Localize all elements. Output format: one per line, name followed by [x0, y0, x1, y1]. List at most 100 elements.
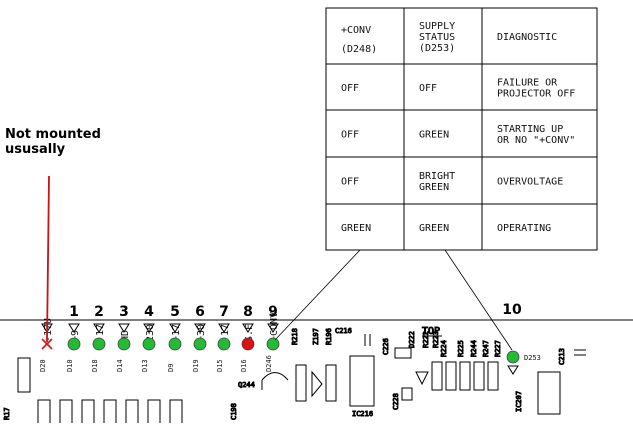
resistor-lower-0 [37, 399, 51, 427]
table-cell-r3-c0-line-0: GREEN [341, 223, 371, 234]
ref-r222: R222 [422, 331, 430, 348]
led-row: -17UD201+9D102-17D183HDD144230D135+17D96… [39, 302, 541, 375]
led-number-1: 1 [69, 304, 79, 320]
ref-c213: C213 [558, 348, 566, 365]
ref-r244: R244 [470, 340, 478, 357]
led-symbol-9 [267, 323, 279, 333]
led-d15 [217, 337, 231, 351]
table-cell-r2-c1-line-1: GREEN [419, 182, 449, 193]
ref-r225: R225 [457, 340, 465, 357]
led-d253 [506, 350, 520, 364]
table-cell-r1-c2-line-1: OR NO "+CONV" [497, 135, 575, 146]
ic207-body [537, 371, 561, 415]
led-signal-3: HD [120, 330, 131, 342]
led-number-8: 8 [243, 304, 253, 320]
led-symbol-3 [118, 323, 130, 333]
led-signal-1: +9 [70, 330, 81, 342]
led-symbol-6 [194, 323, 206, 333]
ref-c226: C226 [382, 338, 390, 355]
ref-c228: C228 [392, 393, 400, 410]
transistor-q244 [261, 372, 289, 381]
not-mounted-note-line-1: ususally [5, 142, 66, 157]
ref-r247: R247 [482, 340, 490, 357]
led-number-9: 9 [268, 304, 278, 320]
ref-c198: C198 [230, 403, 238, 420]
led-ref-0: D20 [39, 359, 47, 372]
ref-r223: R223 [432, 331, 440, 348]
led-number-6: 6 [195, 304, 205, 320]
table-header-1-line-0: SUPPLY [419, 21, 455, 32]
resistor-lower-6 [169, 399, 183, 427]
callout-d248 [274, 249, 361, 341]
resistor-bank-0 [431, 361, 443, 391]
led-ref-1: D10 [66, 359, 74, 372]
table-cell-r3-c1-line-0: GREEN [419, 223, 449, 234]
led-d253-symbol [507, 365, 519, 375]
not-mounted-note-line-0: Not mounted [5, 127, 101, 142]
led-signal-5: +17 [171, 324, 182, 342]
led-symbol-8 [242, 323, 254, 333]
led-ref-3: D14 [116, 359, 124, 372]
led-d9 [168, 337, 182, 351]
resistor-r218 [295, 364, 307, 402]
table-header-0-line-1: (D248) [341, 44, 377, 55]
ref-ic207: IC207 [515, 391, 523, 412]
ref-r224: R224 [440, 340, 448, 357]
led-symbol-7 [218, 323, 230, 333]
table-cell-r3-c2-line-0: OPERATING [497, 223, 551, 234]
resistor-lower-4 [125, 399, 139, 427]
resistor-bank-2 [459, 361, 471, 391]
table-cell-r1-c2-line-0: STARTING UP [497, 124, 563, 135]
led-number-2: 2 [94, 304, 104, 320]
ref-q244: Q244 [238, 381, 255, 389]
table-cell-r1-c0-line-0: OFF [341, 130, 359, 141]
led-signal-8: S.F [244, 324, 255, 342]
table-header-1-line-2: (D253) [419, 43, 455, 54]
table-header-1-line-1: STATUS [419, 32, 455, 43]
led-number-5: 5 [170, 304, 180, 320]
table-cell-r2-c0-line-0: OFF [341, 177, 359, 188]
resistor-r196 [325, 364, 337, 402]
callout-d253 [444, 249, 513, 351]
led-ref-8: D16 [240, 359, 248, 372]
table-header-0-line-0: +CONV [341, 25, 371, 36]
led-ref-2: D18 [91, 359, 99, 372]
resistor-lower-1 [59, 399, 73, 427]
led-symbol-4 [143, 323, 155, 333]
ref-r218: R218 [291, 328, 299, 345]
table-cell-r0-c2-line-0: FAILURE OR [497, 78, 558, 89]
ref-r17: R17 [3, 407, 11, 420]
led-number-4: 4 [144, 304, 154, 320]
led-symbol-1 [68, 323, 80, 333]
led-signal-2: -17 [95, 324, 106, 342]
resistor-r17 [17, 357, 31, 393]
led-d10 [67, 337, 81, 351]
resistor-lower-5 [147, 399, 161, 427]
resistor-bank-1 [445, 361, 457, 391]
resistor-lower-2 [81, 399, 95, 427]
resistor-lower-3 [103, 399, 117, 427]
table-header-2-line-0: DIAGNOSTIC [497, 32, 557, 43]
ref-z197: Z197 [312, 328, 320, 345]
led-ref-5: D9 [167, 364, 175, 372]
led-d14 [117, 337, 131, 351]
led-ref-7: D15 [216, 359, 224, 372]
led-signal-7: -17 [220, 324, 231, 342]
table-cell-r0-c0-line-0: OFF [341, 83, 359, 94]
diode-d222 [415, 371, 429, 386]
table-cell-r0-c1-line-0: OFF [419, 83, 437, 94]
table-cell-r2-c1-line-0: BRIGHT [419, 171, 455, 182]
not-mounted-x-mark-b [41, 338, 53, 350]
ref-r196: R196 [325, 328, 333, 345]
led-d13 [142, 337, 156, 351]
led-symbol-5 [169, 323, 181, 333]
led-number-7: 7 [219, 304, 229, 320]
cap-c226 [394, 347, 412, 359]
table-cell-r1-c1-line-0: GREEN [419, 130, 449, 141]
led-number-10: 10 [502, 302, 522, 318]
led-d18 [92, 337, 106, 351]
cap-c228 [401, 387, 413, 401]
